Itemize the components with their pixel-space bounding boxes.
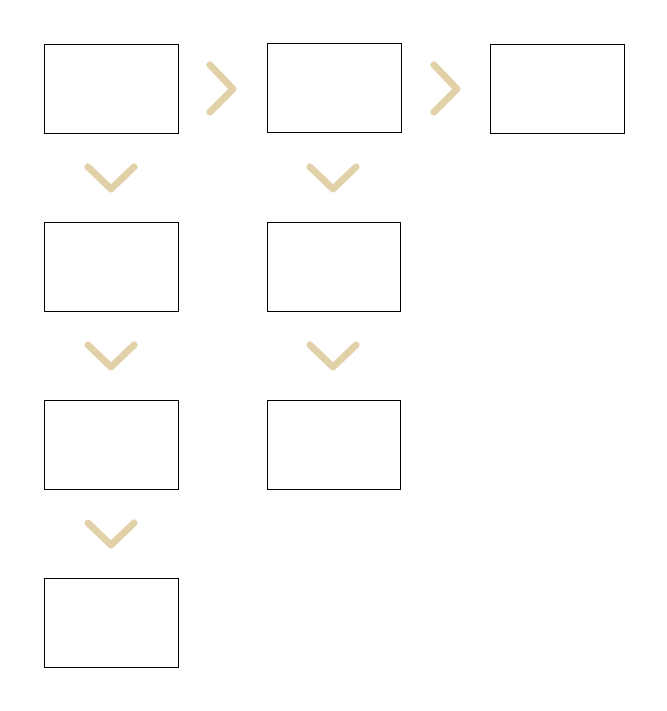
column-3-box-1 — [490, 44, 625, 134]
chevron-down-icon — [84, 519, 138, 549]
column-2-box-1 — [267, 43, 402, 133]
chevron-down-icon — [306, 341, 360, 371]
chevron-right-icon — [430, 61, 461, 116]
column-1-box-1 — [44, 44, 179, 134]
column-2-box-3 — [267, 400, 401, 490]
column-1-box-2 — [44, 222, 179, 312]
column-2-box-2 — [267, 222, 401, 312]
chevron-right-icon — [206, 61, 237, 116]
column-1-box-3 — [44, 400, 179, 490]
chevron-down-icon — [306, 163, 360, 193]
chevron-down-icon — [84, 163, 138, 193]
column-1-box-4 — [44, 578, 179, 668]
chevron-down-icon — [84, 341, 138, 371]
